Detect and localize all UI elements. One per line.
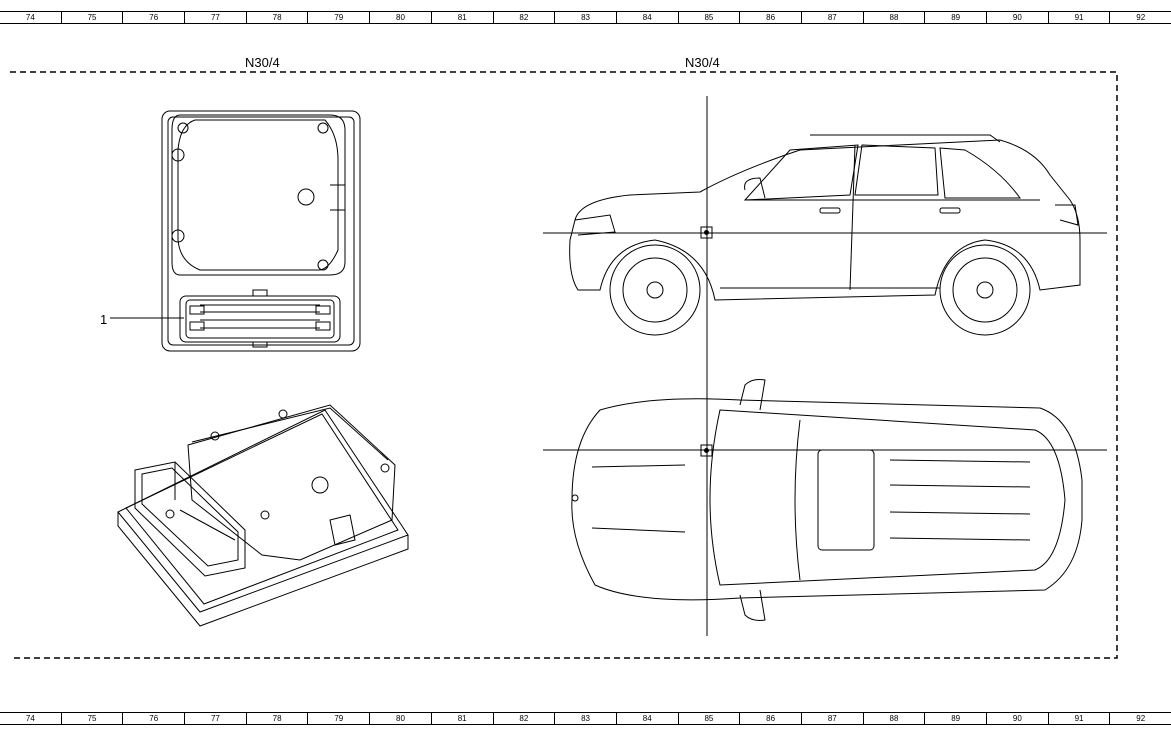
callout-number-1: 1	[100, 312, 108, 327]
ruler-cell: 78	[247, 713, 309, 724]
ruler-cell: 83	[555, 12, 617, 23]
ruler-cell: 78	[247, 12, 309, 23]
ruler-cell: 77	[185, 12, 247, 23]
ruler-cell: 87	[802, 12, 864, 23]
vehicle-top-view	[543, 379, 1107, 621]
front-wheel	[609, 244, 701, 336]
ruler-cell: 87	[802, 713, 864, 724]
ruler-cell: 90	[987, 12, 1049, 23]
component-label-right: N30/4	[685, 55, 720, 70]
ruler-cell: 85	[679, 713, 741, 724]
ruler-cell: 79	[308, 713, 371, 724]
ruler-cell: 84	[617, 12, 679, 23]
vehicle-side-view	[543, 96, 1107, 636]
control-unit-top-view	[110, 110, 361, 352]
ruler-cell: 91	[1049, 713, 1111, 724]
ruler-cell: 82	[494, 12, 556, 23]
ruler-cell: 92	[1136, 13, 1146, 22]
ruler-cell: 92	[1136, 714, 1146, 723]
ruler-cell: 90	[987, 713, 1049, 724]
connector-socket	[179, 295, 341, 343]
ruler-cell: 89	[925, 713, 987, 724]
control-unit-iso-view	[117, 404, 409, 627]
ruler-cell: 88	[864, 12, 926, 23]
ruler-cell: 81	[432, 713, 494, 724]
ruler-cell: 75	[62, 12, 124, 23]
ruler-cell: 77	[185, 713, 247, 724]
position-marker-side	[700, 226, 713, 239]
ruler-cell: 81	[432, 12, 494, 23]
ruler-cell: 76	[123, 713, 186, 724]
position-marker-top	[700, 444, 713, 457]
ruler-cell: 91	[1049, 12, 1111, 23]
ruler-cell: 89	[925, 12, 987, 23]
ruler-cell: 82	[494, 713, 556, 724]
rear-wheel	[939, 244, 1031, 336]
ruler-cell: 88	[864, 713, 926, 724]
ruler-cell: 76	[123, 12, 186, 23]
ruler-cell: 79	[308, 12, 371, 23]
ruler-cell: 86	[740, 12, 802, 23]
ruler-cell: 74	[0, 12, 62, 23]
ruler-cell: 80	[370, 12, 432, 23]
ruler-cell: 86	[740, 713, 802, 724]
ruler-cell: 84	[617, 713, 679, 724]
component-label-left: N30/4	[245, 55, 280, 70]
ruler-cell: 80	[370, 713, 432, 724]
ruler-cell: 75	[62, 713, 124, 724]
ruler-cell: 74	[0, 713, 62, 724]
ruler-cell: 83	[555, 713, 617, 724]
ruler-cell: 85	[679, 12, 741, 23]
dashed-frame	[10, 71, 1118, 659]
sunroof	[817, 449, 875, 551]
